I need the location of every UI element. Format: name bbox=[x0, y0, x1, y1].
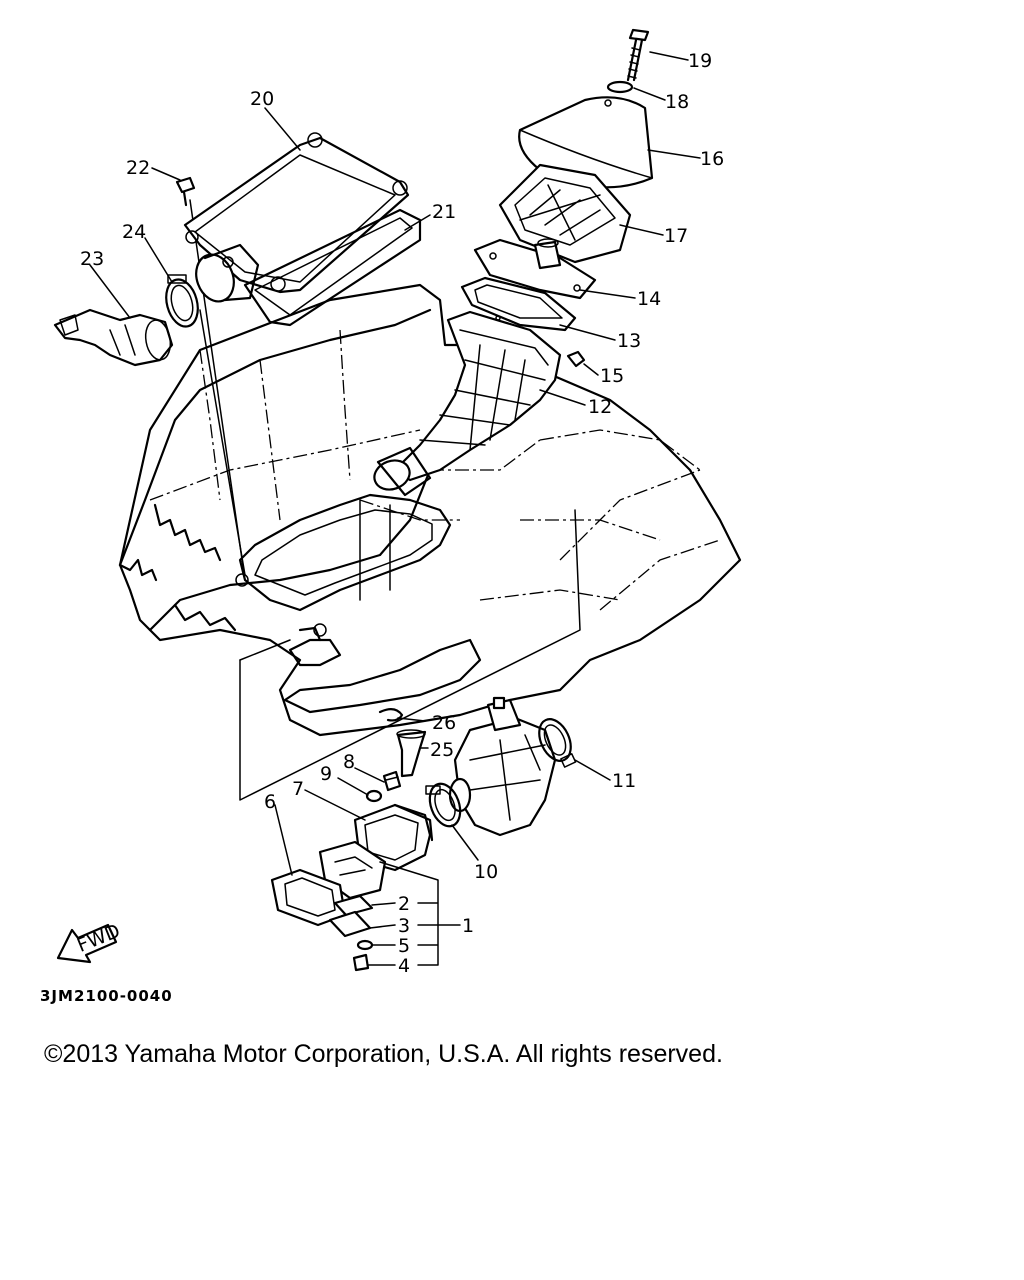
callout-12: 12 bbox=[588, 396, 612, 418]
callout-25: 25 bbox=[430, 739, 454, 761]
callout-10: 10 bbox=[474, 861, 498, 883]
callout-7: 7 bbox=[292, 778, 304, 800]
part-23-intake-duct bbox=[53, 308, 174, 367]
part-15-nut bbox=[566, 350, 586, 368]
callout-1: 1 bbox=[462, 915, 474, 937]
callout-5: 5 bbox=[398, 935, 410, 957]
callout-4: 4 bbox=[398, 955, 410, 977]
callout-8: 8 bbox=[343, 751, 355, 773]
part-21-gasket bbox=[243, 208, 422, 327]
hull-body bbox=[118, 283, 742, 737]
callout-22: 22 bbox=[126, 157, 150, 179]
part-12-duct bbox=[373, 310, 562, 497]
callout-14: 14 bbox=[637, 288, 661, 310]
callout-19: 19 bbox=[688, 50, 712, 72]
exploded-parts-diagram: FWD 19 18 16 17 14 13 15 12 2 bbox=[53, 28, 742, 977]
part-4-screw bbox=[352, 953, 370, 972]
callout-16: 16 bbox=[700, 148, 724, 170]
callout-23: 23 bbox=[80, 248, 104, 270]
callout-18: 18 bbox=[665, 91, 689, 113]
part-2-stopper bbox=[333, 894, 374, 917]
part-5-washer bbox=[356, 939, 374, 951]
part-19-bolt bbox=[626, 28, 650, 82]
callout-17: 17 bbox=[664, 225, 688, 247]
part-17-arrester bbox=[498, 163, 632, 264]
guide-lines bbox=[189, 199, 581, 801]
callout-9: 9 bbox=[320, 763, 332, 785]
fwd-arrow-icon: FWD bbox=[56, 920, 123, 964]
callout-labels: 19 18 16 17 14 13 15 12 20 21 22 24 23 2… bbox=[80, 50, 724, 977]
callout-6: 6 bbox=[264, 791, 276, 813]
part-9-spring bbox=[365, 789, 383, 803]
fwd-badge-text: FWD bbox=[74, 920, 123, 957]
part-11-clamp bbox=[538, 718, 577, 768]
diagram-code: 3JM2100-0040 bbox=[40, 987, 173, 1005]
part-26-clip bbox=[378, 708, 404, 722]
part-carburetor bbox=[448, 696, 557, 837]
callout-11: 11 bbox=[612, 770, 636, 792]
part-13-gasket bbox=[460, 276, 577, 332]
part-18-washer bbox=[606, 80, 634, 94]
callout-21: 21 bbox=[432, 201, 456, 223]
part-22-bolt bbox=[175, 176, 196, 207]
callout-15: 15 bbox=[600, 365, 624, 387]
callout-24: 24 bbox=[122, 221, 146, 243]
callout-26: 26 bbox=[432, 712, 456, 734]
part-25-fitting bbox=[396, 729, 427, 778]
copyright-notice: ©2013 Yamaha Motor Corporation, U.S.A. A… bbox=[44, 1040, 723, 1068]
callout-13: 13 bbox=[617, 330, 641, 352]
part-14-flange bbox=[473, 238, 597, 300]
callout-2: 2 bbox=[398, 893, 410, 915]
leader-lines bbox=[89, 51, 701, 966]
part-8-screw bbox=[382, 770, 402, 792]
callout-3: 3 bbox=[398, 915, 410, 937]
part-24-clamp bbox=[165, 274, 199, 328]
part-20-airbox-cover bbox=[183, 132, 410, 303]
callout-20: 20 bbox=[250, 88, 274, 110]
